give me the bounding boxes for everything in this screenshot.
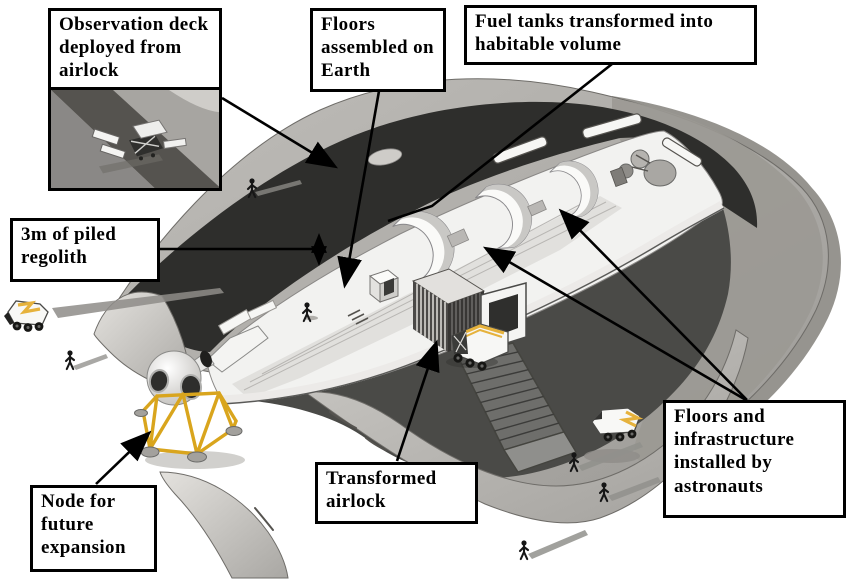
dome-shade bbox=[482, 184, 532, 248]
leader-floors-infra-2 bbox=[558, 208, 748, 401]
rover-wheels bbox=[453, 353, 487, 371]
edge-rail bbox=[492, 136, 548, 164]
rover-left bbox=[4, 288, 224, 332]
truss-foot bbox=[225, 426, 243, 436]
rover-shadow bbox=[52, 288, 224, 318]
edge-rails bbox=[492, 113, 703, 167]
ladder-rungs-icon bbox=[347, 309, 369, 325]
skylight bbox=[367, 148, 403, 166]
truss-foot bbox=[187, 451, 207, 463]
tank-sphere bbox=[643, 159, 677, 187]
rover-ramp bbox=[446, 323, 509, 371]
docking-ring bbox=[200, 350, 212, 368]
deck-truss-braces bbox=[130, 135, 160, 154]
nose-panel bbox=[246, 299, 278, 321]
node-hatch bbox=[148, 369, 170, 393]
stair-enclosure bbox=[347, 269, 400, 325]
rover-chevron bbox=[618, 410, 644, 428]
deck-slat bbox=[162, 137, 187, 149]
rover-wheels bbox=[12, 321, 44, 332]
callout-observation-deck: Observation deck deployed from airlock bbox=[51, 11, 219, 90]
callout-piled-regolith: 3m of piled regolith bbox=[10, 218, 160, 282]
aft-tank-machinery bbox=[609, 149, 677, 188]
callout-fuel-tanks: Fuel tanks transformed into habitable vo… bbox=[464, 5, 757, 65]
observation-deck-inset-image bbox=[51, 89, 219, 188]
callout-piled-regolith-text: 3m of piled regolith bbox=[21, 224, 117, 269]
deck-strut bbox=[151, 152, 155, 157]
rover-wheels bbox=[603, 429, 637, 442]
astronaut-shadow bbox=[608, 477, 661, 501]
truss-members bbox=[141, 391, 238, 456]
dome-shade bbox=[400, 211, 454, 281]
interior-cabinet bbox=[446, 228, 470, 248]
astronaut-shadow bbox=[528, 530, 588, 559]
nose-cone bbox=[206, 325, 269, 373]
edge-rail bbox=[661, 137, 703, 167]
regolith-cut-band bbox=[122, 101, 758, 352]
truss-foot bbox=[134, 409, 148, 417]
equipment-box bbox=[609, 166, 628, 188]
astronaut-icon bbox=[518, 539, 530, 561]
astronaut-shadow bbox=[578, 442, 643, 471]
berm-lower-left-sweep bbox=[159, 471, 289, 579]
tunnel-ribs bbox=[416, 283, 446, 350]
inset-observation-deck bbox=[91, 119, 187, 173]
bulkhead-domes bbox=[392, 160, 599, 282]
support-truss bbox=[141, 391, 238, 456]
callout-observation-deck-text: Observation deck deployed from airlock bbox=[59, 14, 209, 82]
excavation-lip bbox=[303, 329, 749, 524]
inset-hull-highlight bbox=[169, 89, 219, 112]
deck-canopy bbox=[132, 119, 168, 139]
cab-braces bbox=[453, 331, 467, 353]
dome-shade bbox=[556, 161, 598, 217]
rover-cab bbox=[4, 312, 14, 325]
exit-frame-opening bbox=[489, 294, 518, 339]
rover-chevron bbox=[459, 328, 503, 340]
road-continuation bbox=[502, 431, 578, 473]
edge-rail bbox=[582, 113, 642, 139]
tank-sphere bbox=[630, 149, 650, 169]
nose-section bbox=[206, 299, 278, 373]
pipes bbox=[631, 154, 651, 172]
rover-chevron bbox=[17, 300, 41, 315]
callout-floors-infrastructure: Floors and infrastructure installed by a… bbox=[663, 400, 846, 518]
truss-foot bbox=[140, 446, 160, 458]
leader-fuel-tanks bbox=[387, 62, 613, 223]
truss-top-rail bbox=[141, 391, 238, 423]
stair-opening bbox=[384, 278, 394, 296]
astronauts bbox=[64, 177, 661, 561]
callout-fuel-tanks-text: Fuel tanks transformed into habitable vo… bbox=[475, 11, 714, 56]
interior-cabinet bbox=[527, 199, 547, 217]
deck-wing-panel bbox=[91, 127, 121, 145]
leader-airlock bbox=[395, 339, 440, 462]
deck-wing-panel bbox=[99, 143, 126, 159]
leader-node bbox=[95, 430, 152, 485]
astronaut-icon bbox=[64, 349, 76, 371]
callout-transformed-airlock: Transformed airlock bbox=[315, 462, 478, 524]
callout-floors-earth: Floors assembled on Earth bbox=[310, 8, 446, 92]
astronaut-shadow bbox=[255, 180, 302, 196]
leader-floors-infra-1 bbox=[482, 246, 747, 402]
tunnel-ribs bbox=[451, 292, 481, 351]
callout-expansion-node: Node for future expansion bbox=[30, 485, 157, 572]
leader-lines bbox=[95, 62, 748, 485]
deck-strut bbox=[139, 155, 143, 160]
rover-cab bbox=[594, 411, 602, 420]
callout-transformed-airlock-text: Transformed airlock bbox=[326, 468, 437, 513]
leader-floors-earth bbox=[337, 90, 381, 289]
lip-marks bbox=[254, 411, 387, 531]
callout-floors-earth-text: Floors assembled on Earth bbox=[321, 14, 435, 82]
leader-observation-deck bbox=[221, 96, 339, 169]
callout-expansion-node-text: Node for future expansion bbox=[41, 491, 126, 559]
observation-deck-inset: Observation deck deployed from airlock bbox=[48, 8, 222, 191]
callout-floors-infrastructure-text: Floors and infrastructure installed by a… bbox=[674, 406, 795, 497]
deck-shadow bbox=[99, 153, 163, 173]
astronaut-shadow bbox=[73, 354, 108, 370]
